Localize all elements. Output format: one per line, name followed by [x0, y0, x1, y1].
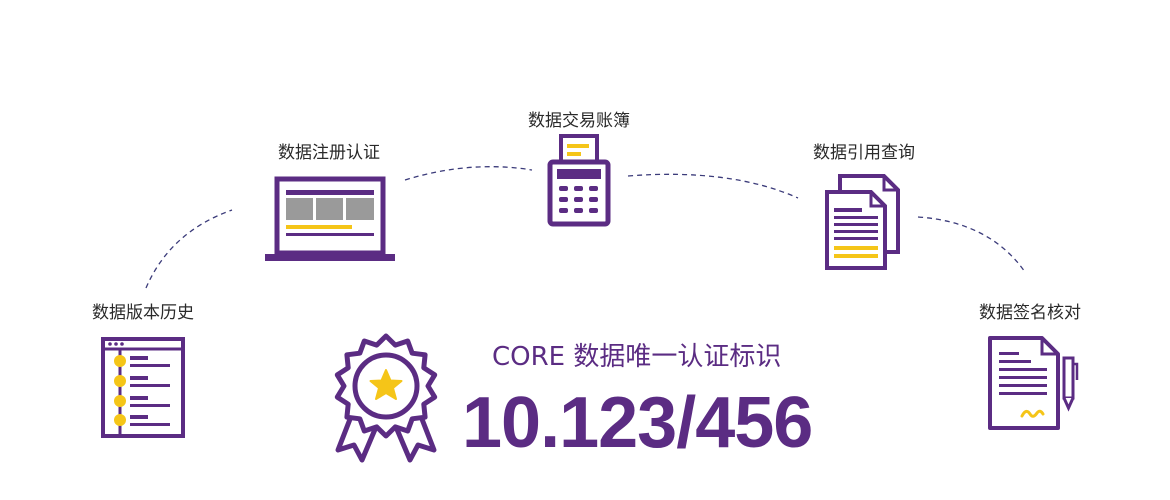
award-badge-icon — [334, 333, 438, 463]
label-citation: 数据引用查询 — [813, 143, 915, 163]
pos-terminal-icon — [547, 134, 611, 227]
arc-citation-signature — [917, 216, 1026, 273]
arc-register-ledger — [404, 166, 533, 181]
arc-ledger-citation — [627, 173, 799, 199]
arc-history-register — [145, 209, 233, 289]
core-identifier-title: CORE 数据唯一认证标识 — [492, 342, 782, 372]
signed-document-pen-icon — [988, 336, 1079, 430]
timeline-document-icon — [101, 337, 185, 438]
label-register: 数据注册认证 — [278, 143, 380, 163]
label-ledger: 数据交易账簿 — [528, 111, 630, 131]
label-signature: 数据签名核对 — [979, 303, 1081, 323]
laptop-icon — [265, 176, 395, 261]
stacked-documents-icon — [825, 174, 900, 270]
core-identifier-value: 10.123/456 — [462, 383, 813, 463]
label-history: 数据版本历史 — [92, 303, 194, 323]
